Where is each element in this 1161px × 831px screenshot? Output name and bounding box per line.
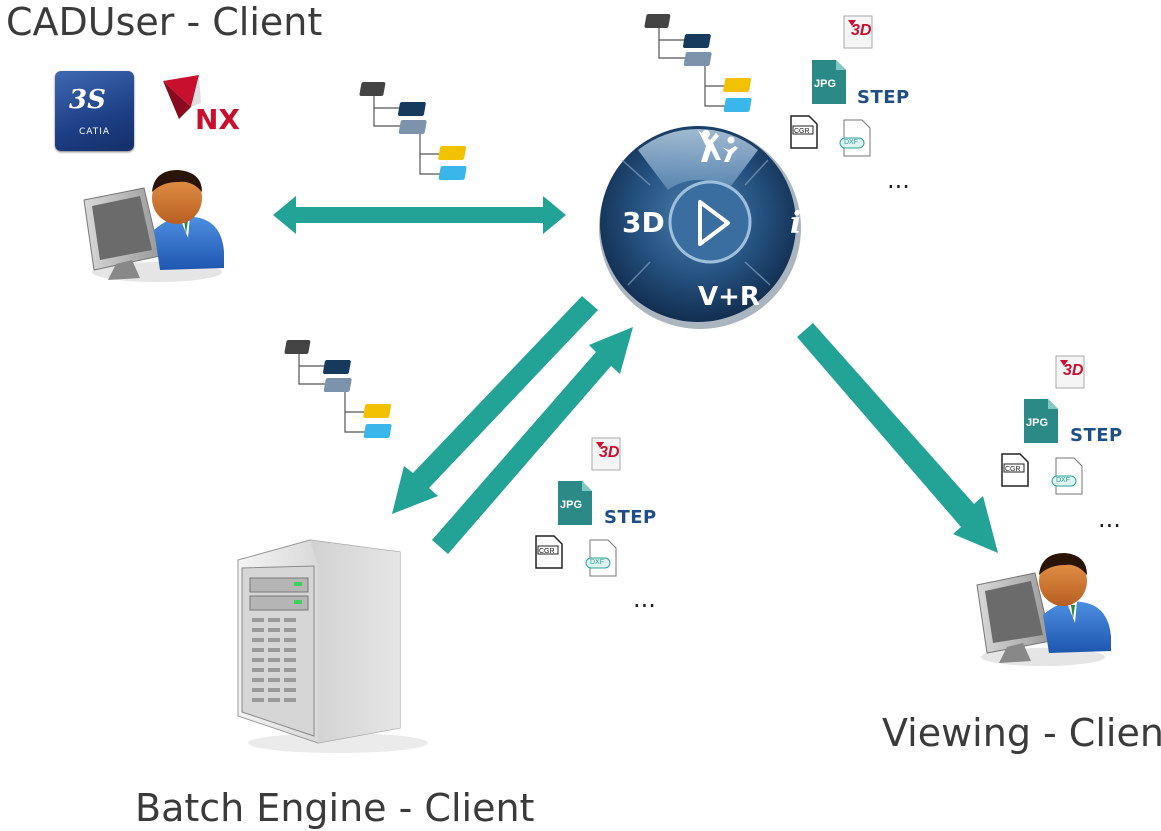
dxf-label-viewing: DXF: [1056, 477, 1070, 484]
ellipsis-batch: ...: [633, 585, 656, 613]
dxf-label-platform: DXF: [844, 139, 858, 146]
structure-tree-icon-cad: [359, 82, 467, 180]
nx-name: NX: [195, 103, 241, 136]
ellipsis-viewing: ...: [1098, 505, 1121, 533]
cgr-label-batch: CGR: [539, 548, 555, 555]
pdf3d-icon-batch: [591, 437, 621, 471]
sync-double-arrow: [273, 196, 566, 234]
jpg-icon-batch: [558, 481, 592, 525]
step-label-viewing: STEP: [1070, 425, 1123, 446]
pdf3d-label-viewing: 3D: [1063, 362, 1084, 379]
catia-name: CATIA: [78, 127, 111, 137]
step-label-platform: STEP: [857, 87, 910, 108]
jpg-icon-platform: [812, 60, 846, 104]
dxf-icon-viewing: [1051, 457, 1083, 495]
pdf3d-label-batch: 3D: [599, 444, 620, 461]
batch-client-label: Batch Engine - Client: [135, 786, 535, 830]
server-icon: [237, 539, 428, 753]
compass-top-segment: [638, 128, 758, 190]
cgr-label-platform: CGR: [794, 128, 810, 135]
jpg-label-platform: JPG: [814, 78, 837, 90]
ellipsis-platform: ...: [887, 166, 910, 194]
dxf-icon-batch: [585, 539, 617, 577]
structure-tree-icon-platform: [644, 14, 752, 112]
arrow-to-viewing: [797, 323, 998, 553]
pdf3d-label-platform: 3D: [851, 22, 872, 39]
jpg-icon-viewing: [1024, 399, 1058, 443]
dxf-icon-platform: [839, 119, 871, 157]
arrow-to-batch: [392, 296, 598, 514]
catia-logo: 3S CATIA: [55, 71, 134, 151]
dxf-label-batch: DXF: [590, 559, 604, 566]
cad-user-icon: [83, 170, 224, 282]
play-icon: [698, 200, 730, 246]
pdf3d-icon-platform: [843, 15, 873, 49]
cgr-icon-platform: [790, 115, 818, 149]
platform-3d-label: 3D: [622, 206, 665, 239]
jpg-label-viewing: JPG: [1026, 417, 1049, 429]
platform-vr-label: V+R: [698, 282, 760, 312]
viewing-client-label: Viewing - Client: [882, 711, 1161, 755]
pdf3d-icon-viewing: [1055, 355, 1085, 389]
nx-logo: NX: [161, 73, 251, 136]
jpg-label-batch: JPG: [560, 499, 583, 511]
platform-compass: [599, 126, 801, 329]
cgr-icon-batch: [535, 535, 563, 569]
cgr-icon-viewing: [1001, 453, 1029, 487]
arrow-from-batch: [432, 327, 633, 554]
cgr-label-viewing: CGR: [1005, 466, 1021, 473]
compass-people-icon: [698, 130, 738, 162]
viewing-user-icon: [976, 553, 1111, 666]
structure-tree-icon-batch: [284, 340, 392, 438]
cad-client-label: CADUser - Client: [6, 0, 323, 44]
platform-i-label: i: [790, 206, 802, 241]
step-label-batch: STEP: [604, 507, 657, 528]
